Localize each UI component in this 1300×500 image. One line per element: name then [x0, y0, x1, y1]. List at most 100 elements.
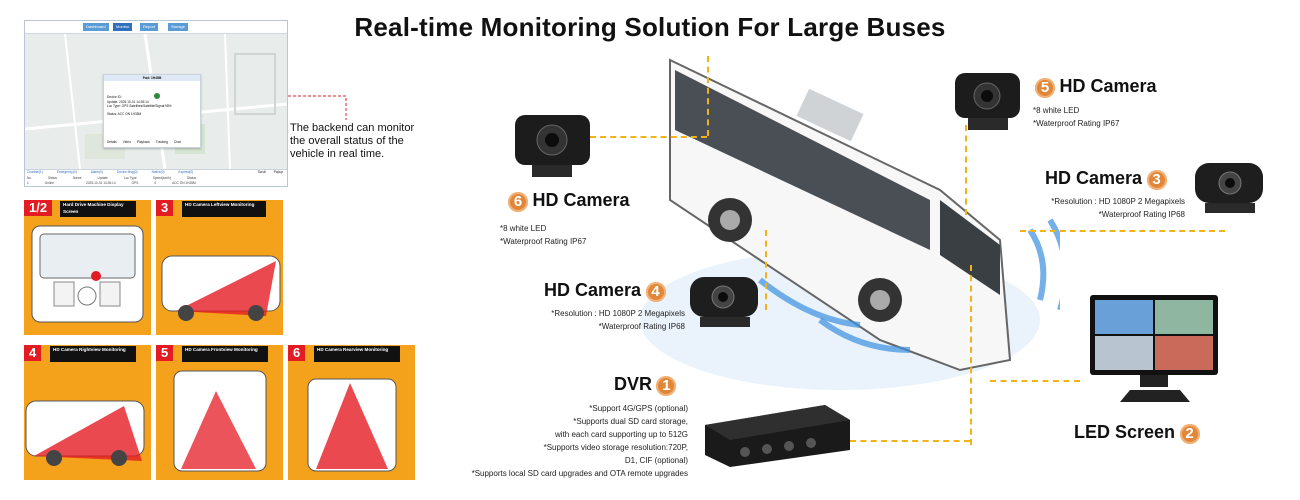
dvr-device-image	[705, 405, 850, 467]
popup-playback-button[interactable]: Playback	[136, 139, 150, 144]
popup-chat-button[interactable]: Chat	[173, 139, 181, 144]
panel-label: HD Camera Frontview Monitoring	[182, 346, 268, 362]
spec-line: *Waterproof Rating IP68	[1098, 210, 1185, 219]
popup-video-button[interactable]: Video	[122, 139, 131, 144]
tab-storage: Storage	[168, 23, 189, 31]
page-title: Real-time Monitoring Solution For Large …	[354, 12, 946, 42]
cam4-badge: 4	[645, 281, 666, 302]
scroll-control[interactable]: Scroll	[257, 170, 266, 174]
table-header-cell: Loc Type	[123, 176, 137, 180]
rearview-illustration	[307, 378, 397, 472]
table-header-cell: Status	[186, 176, 196, 180]
panel-label: HD Camera Rearview Monitoring	[314, 346, 400, 362]
table-tab[interactable]: Alarm(0)	[90, 170, 104, 174]
spec-line: *Waterproof Rating IP67	[1033, 119, 1120, 128]
connector-cam3	[1020, 230, 1225, 232]
popup-tracking-button[interactable]: Tracking	[155, 139, 168, 144]
table-cell: Online	[44, 181, 54, 185]
table-cell: ACC ON 1H35M	[172, 181, 196, 185]
cam5-specs: *8 white LED *Waterproof Rating IP67	[1033, 104, 1119, 130]
cam6-badge: 6	[508, 191, 528, 212]
panel-label: HD Camera Rightview Monitoring	[50, 346, 136, 362]
tab-dashboard: Dashboard	[83, 23, 109, 31]
panel-frontview: 5 HD Camera Frontview Monitoring	[156, 345, 283, 480]
panel-label: HD Camera Leftview Monitoring	[182, 201, 266, 217]
spec-line: with each card supporting up to 512G	[555, 430, 688, 439]
spec-line: D1, CIF (optional)	[624, 456, 688, 465]
cam6-header: 6 HD Camera	[508, 190, 630, 212]
table-tab[interactable]: Notice(0)	[151, 170, 165, 174]
panel-number: 5	[156, 345, 174, 361]
table-tab[interactable]: Device Msg(0)	[117, 170, 138, 174]
tab-monitor: Monitor	[113, 23, 133, 31]
cam4-title: HD Camera	[544, 280, 642, 300]
table-header-cell: Name	[73, 176, 82, 180]
tab-report: Report	[140, 23, 159, 31]
callout-connector	[288, 95, 347, 120]
panel-rightview: 4 HD Camera Rightview Monitoring	[24, 345, 151, 480]
table-cell: 1	[27, 181, 29, 185]
cam4-header: HD Camera 4	[544, 280, 666, 302]
vehicle-marker-icon[interactable]	[153, 92, 161, 100]
table-cell: GPS	[131, 181, 139, 185]
table-tab[interactable]: Channel(1)	[27, 170, 43, 174]
spec-line: *Resolution : HD 1080P 2 Megapixels	[1051, 197, 1185, 206]
connector-cam4	[765, 230, 767, 310]
panel-label: Hard Drive Machine Display Screen	[60, 201, 136, 217]
panel-number: 6	[288, 345, 306, 361]
cam3-title: HD Camera	[1045, 168, 1143, 188]
spec-line: *Waterproof Rating IP68	[598, 322, 685, 331]
dvr-title: DVR	[614, 374, 653, 394]
popup-details-button[interactable]: Details	[107, 139, 117, 144]
spec-line: *Resolution : HD 1080P 2 Megapixels	[551, 309, 685, 318]
table-header-cell: Speed(km/h)	[152, 176, 171, 180]
table-header-cell: No.	[27, 176, 32, 180]
backend-table: Channel(1) Emergency(0) Alarm(0) Device …	[25, 169, 287, 186]
cam5-title: HD Camera	[1059, 76, 1157, 96]
spec-line: *Supports dual SD card storage,	[573, 417, 688, 426]
connector-dvr-h	[850, 440, 970, 442]
panel-leftview: 3 HD Camera Leftview Monitoring	[156, 200, 283, 335]
table-header: No. Status Name Update Loc Type Speed(km…	[27, 176, 285, 181]
backend-map: Fwd: 1H45M Device ID: Update: 2025-10-31…	[25, 33, 287, 170]
popup-line: Update: 2025-10-31 14:35:14	[107, 99, 149, 104]
spec-line: *Supports local SD card upgrades and OTA…	[471, 469, 688, 478]
table-tab[interactable]: Expired(0)	[178, 170, 194, 174]
cam4-specs: *Resolution : HD 1080P 2 Megapixels *Wat…	[525, 307, 685, 333]
table-row[interactable]: 1 Online 2025-10-31 14:35:14 GPS 0 ACC O…	[27, 181, 285, 186]
dvr-badge: 1	[656, 375, 677, 396]
camera-5-image	[955, 73, 1020, 130]
vehicle-popup: Fwd: 1H45M Device ID: Update: 2025-10-31…	[103, 74, 201, 148]
screen-title: LED Screen	[1074, 422, 1176, 442]
backend-note: The backend can monitor the overall stat…	[290, 122, 415, 160]
table-cell: 2025-10-31 14:35:14	[86, 181, 116, 185]
dvr-header: DVR 1	[614, 374, 677, 396]
screen-badge: 2	[1179, 423, 1200, 444]
panel-number: 1/2	[24, 200, 53, 216]
backend-topbar: Dashboard Monitor Report Storage	[25, 21, 287, 34]
popup-control[interactable]: Popup	[273, 170, 283, 174]
spec-line: *Support 4G/GPS (optional)	[589, 404, 688, 413]
connector-screen	[990, 380, 1080, 382]
camera-6-image	[515, 115, 590, 177]
connector-cam6	[707, 56, 709, 136]
table-tab[interactable]: Emergency(0)	[56, 170, 77, 174]
spec-line: *Supports video storage resolution:720P,	[543, 443, 688, 452]
cam6-specs: *8 white LED *Waterproof Rating IP67	[500, 222, 586, 248]
spec-line: *8 white LED	[1033, 106, 1080, 115]
camera-4-image	[690, 277, 758, 327]
led-screen-image	[1090, 295, 1218, 402]
cam3-specs: *Resolution : HD 1080P 2 Megapixels *Wat…	[1030, 195, 1185, 221]
spec-line: *Waterproof Rating IP67	[500, 237, 587, 246]
panel-rearview: 6 HD Camera Rearview Monitoring	[288, 345, 415, 480]
table-header-cell: Status	[47, 176, 58, 180]
connector-cam6-h	[590, 136, 707, 138]
panel-number: 4	[24, 345, 42, 361]
panel-display-screen: 1/2 Hard Drive Machine Display Screen	[24, 200, 151, 335]
dvr-specs: *Support 4G/GPS (optional) *Supports dua…	[420, 402, 688, 480]
leftview-illustration	[161, 255, 281, 321]
panel-number: 3	[156, 200, 174, 216]
popup-line: Loc Type: GPS Satellites/Satellite/Signa…	[107, 104, 172, 109]
popup-title: Fwd: 1H45M	[104, 75, 200, 82]
table-cell: 0	[154, 181, 157, 185]
